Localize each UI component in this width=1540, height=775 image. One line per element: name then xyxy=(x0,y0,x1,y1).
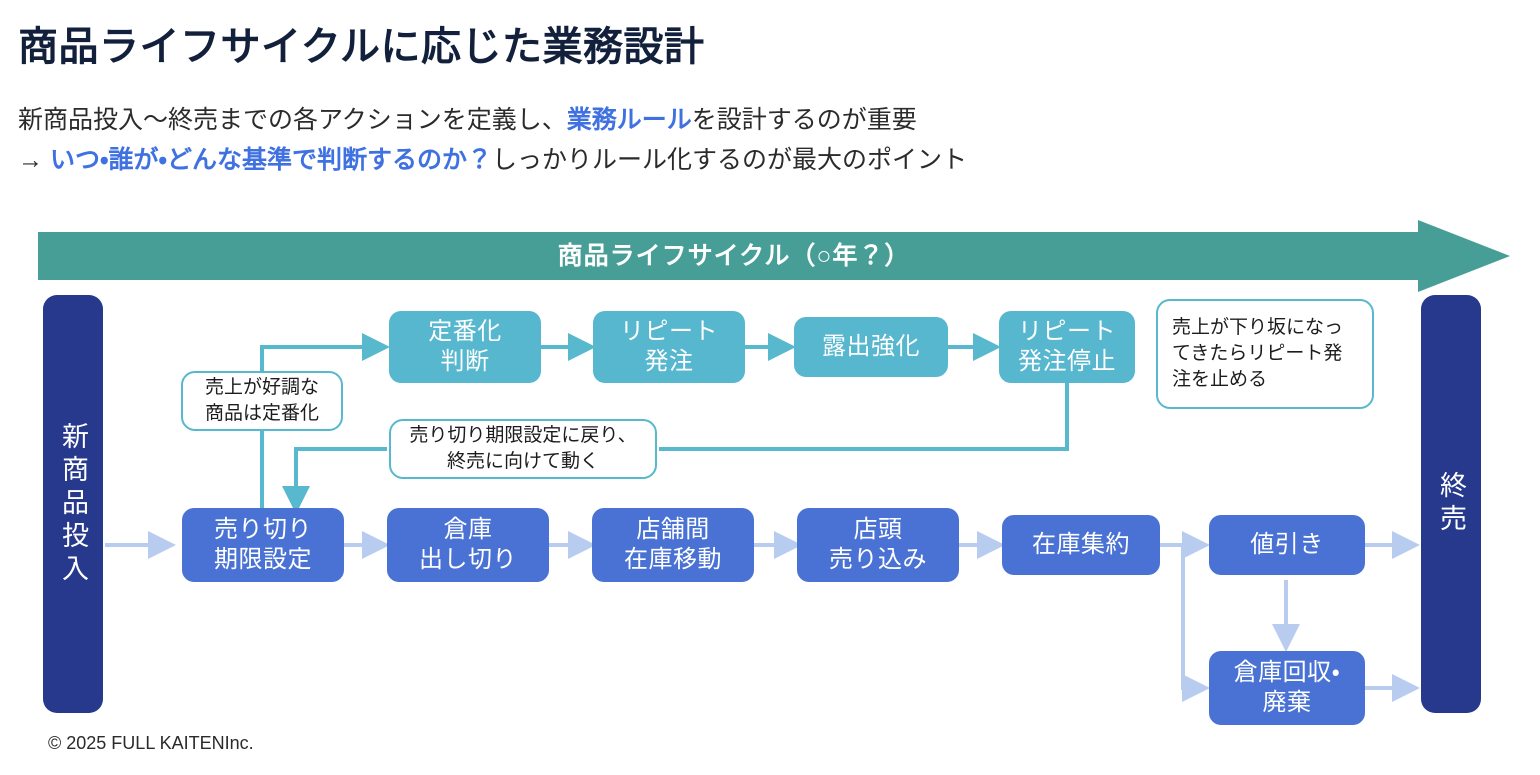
footer-copyright: © 2025 FULL KAITENInc. xyxy=(48,733,254,753)
subtitle-line-2: → いつ・誰が・どんな基準で判断するのか？しっかりルール化するのが最大のポイント xyxy=(18,140,967,180)
node-nebiki[interactable]: 値引き xyxy=(1209,515,1365,575)
subtitle-block: 新商品投入〜終売までの各アクションを定義し、業務ルールを設計するのが重要 → い… xyxy=(18,100,967,180)
note-strong-sales-becomes-staple: 売上が好調な 商品は定番化 xyxy=(181,371,343,431)
node-repeat-hatchu-teishi[interactable]: リピート 発注停止 xyxy=(999,311,1135,383)
subtitle-arrow-prefix: → xyxy=(18,146,50,174)
subtitle-text-b: を設計するのが重要 xyxy=(691,106,917,134)
lifecycle-banner-shaft xyxy=(38,232,1430,280)
node-souko-dashikiri[interactable]: 倉庫 出し切り xyxy=(387,508,549,582)
node-teiban-hantei[interactable]: 定番化 判断 xyxy=(389,311,541,383)
subtitle-highlight-business-rules: 業務ルール xyxy=(566,106,692,134)
node-souko-kaishu-haiki[interactable]: 倉庫回収・ 廃棄 xyxy=(1209,651,1365,725)
node-tenpokan-idou[interactable]: 店舗間 在庫移動 xyxy=(592,508,754,582)
node-urikiri-kigen[interactable]: 売り切り 期限設定 xyxy=(182,508,344,582)
page-title: 商品ライフサイクルに応じた業務設計 xyxy=(18,25,705,69)
node-repeat-hatchu[interactable]: リピート 発注 xyxy=(593,311,745,383)
node-tentou-urikomi[interactable]: 店頭 売り込み xyxy=(797,508,959,582)
node-roshutsu-kyoka[interactable]: 露出強化 xyxy=(794,317,948,377)
subtitle-line-1: 新商品投入〜終売までの各アクションを定義し、業務ルールを設計するのが重要 xyxy=(18,100,967,140)
terminal-new-product-launch: 新商品投入 xyxy=(43,295,103,713)
subtitle-text-c: しっかりルール化するのが最大のポイント xyxy=(491,146,967,174)
note-stop-repeat-order: 売上が下り坂になっ てきたらリピート発 注を止める xyxy=(1156,299,1374,409)
terminal-end-label: 終売 xyxy=(1436,471,1466,537)
subtitle-highlight-criteria: いつ・誰が・どんな基準で判断するのか？ xyxy=(49,146,492,174)
lifecycle-banner-label: 商品ライフサイクル（○年？） xyxy=(557,242,911,270)
terminal-start-label: 新商品投入 xyxy=(58,421,88,587)
lifecycle-banner: 商品ライフサイクル（○年？） xyxy=(38,220,1510,292)
lifecycle-banner-arrowhead-icon xyxy=(1418,220,1510,292)
subtitle-text-a: 新商品投入〜終売までの各アクションを定義し、 xyxy=(18,106,567,134)
terminal-end-of-sale: 終売 xyxy=(1421,295,1481,713)
note-return-to-sellout-deadline: 売り切り期限設定に戻り、 終売に向けて動く xyxy=(389,419,657,479)
node-zaiko-shuyaku[interactable]: 在庫集約 xyxy=(1002,515,1160,575)
